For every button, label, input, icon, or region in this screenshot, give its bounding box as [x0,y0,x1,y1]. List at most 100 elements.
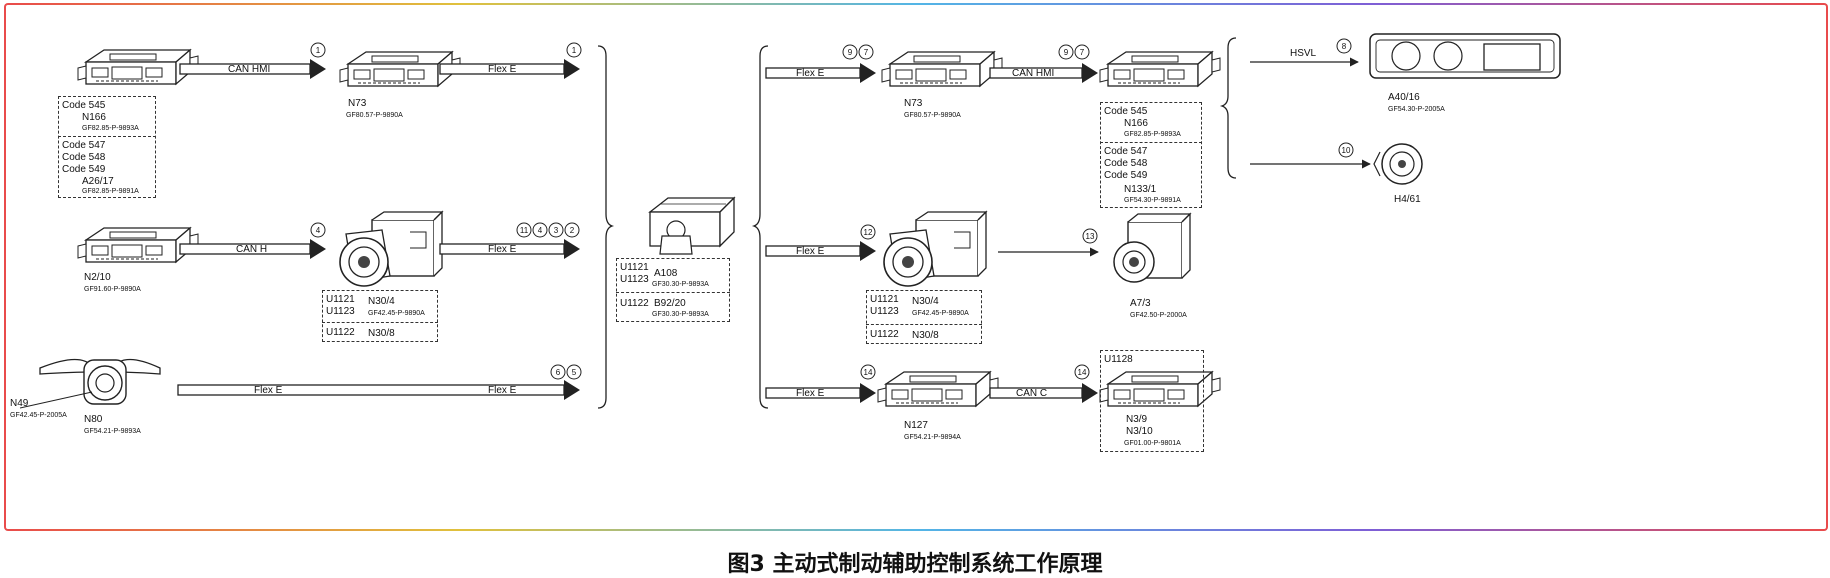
ref-circle [566,364,582,380]
n166-code-divider [58,136,156,137]
ref-num: 14 [1078,368,1087,377]
arrow-flex-e-mid-left [439,239,580,259]
a108-code-divider [616,292,730,293]
component-name: B92/20 [654,298,686,309]
hsvl-brace [1219,37,1237,179]
arrow-label: Flex E [796,388,825,399]
component-name: N80 [84,414,103,425]
arrow-label: CAN H [236,244,268,255]
component-name: N30/4 [912,296,939,307]
component-name: N30/4 [368,296,395,307]
component-ref: GF82.85-P-9891A [82,188,139,195]
variant-label: U1123 [620,274,649,285]
component-name: N73 [348,98,367,109]
code-label: Code 549 [62,164,106,175]
n1331-code-divider [1100,142,1202,143]
n166-right-ecu-icon [1099,51,1221,87]
ref-circle [1058,44,1074,60]
ref-num: 7 [864,48,869,57]
ref-circle [310,222,326,238]
component-name: A108 [654,268,678,279]
arrow-label: Flex E [796,68,825,79]
ref-num: 7 [1080,48,1085,57]
ref-circle [550,364,566,380]
component-name: N3/9 [1126,414,1148,425]
ref-circle [566,42,582,58]
component-ref: GF42.45-P-9890A [368,310,425,317]
n1331-code-box [1100,102,1202,208]
arrow-label: Flex E [488,64,517,75]
code-label: Code 549 [1104,170,1148,181]
ref-num: 9 [848,48,853,57]
variant-label: U1122 [870,329,899,340]
component-name: H4/61 [1394,194,1421,205]
component-name: N133/1 [1124,184,1157,195]
h461-speaker-icon [1373,143,1423,185]
arrow-label: Flex E [488,244,517,255]
component-name: N166 [1124,118,1148,129]
component-ref: GF42.50-P-2000A [1130,312,1187,319]
left-brace [597,45,615,409]
arrow-flex-e-top-left [439,59,580,79]
component-name: A7/3 [1130,298,1151,309]
component-ref: GF54.30-P-2005A [1388,106,1445,113]
component-ref: GF42.45-P-9890A [912,310,969,317]
ref-num: 1 [316,46,321,55]
ref-num: 10 [1342,146,1351,155]
right-brace [751,45,769,409]
ref-num: 4 [316,226,321,235]
component-ref: GF54.30-P-9891A [1124,197,1181,204]
code-label: Code 548 [1104,158,1148,169]
component-name: N30/8 [368,328,395,339]
variant-label: U1123 [326,306,355,317]
code-label: Code 547 [62,140,106,151]
arrow-flex-e-bottom-right [765,383,876,403]
n127-ecu-icon [877,371,999,407]
code-label: Code 545 [62,100,106,111]
component-ref: GF42.45-P-2005A [10,412,67,419]
component-name: N166 [82,112,106,123]
component-name: N49 [10,398,29,409]
ref-num: 5 [572,368,577,377]
a40-cluster-icon [1369,33,1561,79]
component-ref: GF30.30-P-9893A [652,281,709,288]
ref-circle [310,42,326,58]
arrow-flex-e-mid-right [765,241,876,261]
component-name: N30/8 [912,330,939,341]
arrow-label: Flex E [796,246,825,257]
figure-caption: 图3 主动式制动辅助控制系统工作原理 [727,552,1103,577]
a73-camera-icon [1113,212,1192,283]
ref-num: 3 [554,226,559,235]
component-ref: GF82.85-P-9893A [82,125,139,132]
ref-circle [860,364,876,380]
ref-circle [858,44,874,60]
n304-camera-icon [339,211,443,287]
arrow-label: HSVL [1290,48,1317,59]
n39-code-box [1100,350,1204,452]
variant-label: U1121 [870,294,899,305]
variant-label: U1121 [326,294,355,305]
ref-circle [1336,38,1352,54]
component-name: N73 [904,98,923,109]
arrow-label: Flex E [488,385,517,396]
ref-num: 12 [864,228,873,237]
ref-num: 6 [556,368,561,377]
ref-num: 8 [1342,42,1347,51]
variant-label: U1121 [620,262,649,273]
component-ref: GF30.30-P-9893A [652,311,709,318]
ref-circle [564,222,580,238]
ref-num: 9 [1064,48,1069,57]
code-label: Code 547 [1104,146,1148,157]
ref-circle [516,222,532,238]
arrow-can-hmi-right [989,63,1098,83]
arrow-label: CAN C [1016,388,1048,399]
arrow-can-hmi-left [179,59,326,79]
n304-right-code-box [866,290,982,344]
ref-circle [548,222,564,238]
n304-right-code-divider [866,324,982,325]
component-ref: GF01.00-P-9801A [1124,440,1181,447]
component-ref: GF54.21-P-9893A [84,428,141,435]
variant-label: U1128 [1104,354,1133,365]
n304-right-camera-icon [883,211,987,287]
